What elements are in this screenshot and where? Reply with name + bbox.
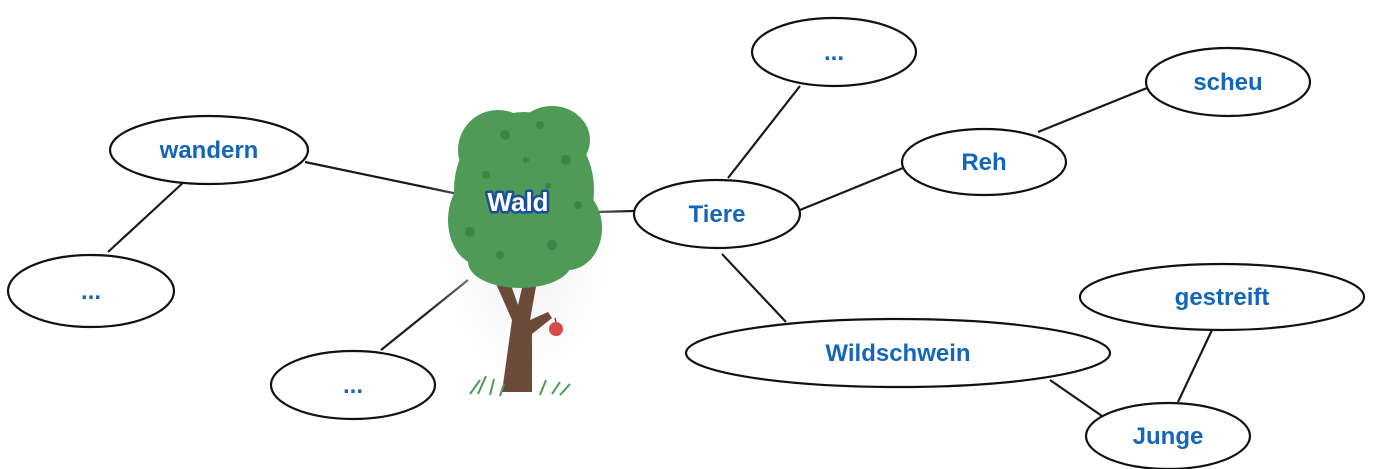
node-label-tiere: Tiere: [689, 201, 746, 228]
edge-reh-scheu: [1037, 84, 1153, 134]
node-tiere: Tiere: [632, 178, 802, 250]
node-top-dots: ...: [750, 16, 918, 88]
node-bottom-dots: ...: [269, 349, 437, 421]
node-junge: Junge: [1084, 401, 1252, 469]
edge-wandern-left-dots: [107, 179, 187, 253]
edge-tiere-top-dots: [727, 85, 801, 179]
node-wandern: wandern: [108, 114, 310, 186]
node-wildschwein: Wildschwein: [684, 317, 1112, 389]
node-gestreift: gestreift: [1078, 262, 1366, 332]
node-reh: Reh: [900, 127, 1068, 197]
node-label-wildschwein: Wildschwein: [825, 340, 970, 367]
node-label-left-dots: ...: [81, 278, 101, 305]
node-scheu: scheu: [1144, 46, 1312, 118]
node-label-scheu: scheu: [1193, 69, 1262, 96]
center-label-wald: Wald: [487, 187, 548, 217]
node-label-gestreift: gestreift: [1175, 284, 1270, 311]
edge-tiere-reh: [799, 166, 904, 212]
node-label-top-dots: ...: [824, 39, 844, 66]
node-label-reh: Reh: [961, 149, 1006, 176]
node-left-dots: ...: [6, 253, 176, 329]
node-label-junge: Junge: [1133, 423, 1204, 450]
tree-icon: [416, 80, 636, 420]
edge-junge-gestreift: [1177, 329, 1213, 403]
node-label-bottom-dots: ...: [343, 372, 363, 399]
node-label-wandern: wandern: [159, 137, 259, 164]
edge-wildschwein-junge: [1049, 379, 1103, 417]
edge-tiere-wildschwein: [721, 253, 787, 323]
